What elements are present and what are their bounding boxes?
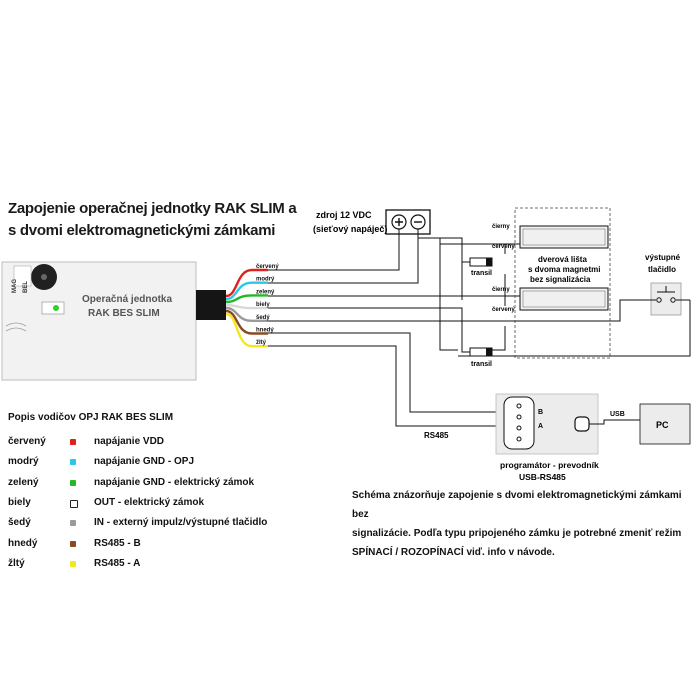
exit-button: výstupné tlačidlo — [640, 253, 690, 316]
legend-wire-name: biely — [8, 496, 31, 508]
transil-2: transil — [469, 347, 493, 368]
wire-label-1: červený — [256, 264, 279, 270]
magnet-1 — [519, 225, 609, 249]
wire-1 — [225, 268, 268, 298]
legend-row: šedý IN - externý impulz/výstupné tlačidl… — [8, 517, 268, 537]
programmer-label-2: USB-RS485 — [519, 472, 566, 482]
usb-port-icon — [574, 416, 590, 432]
wire-4 — [225, 303, 268, 310]
legend-row: biely OUT - elektrický zámok — [8, 497, 268, 517]
db9-connector-icon — [503, 396, 535, 450]
title-line-2: s dvomi elektromagnetickými zámkami — [8, 222, 276, 239]
programmer: B A USB PC programátor - prevodník USB-R… — [495, 393, 691, 482]
legend-color-swatch — [70, 479, 76, 486]
unit-label-2: RAK BES SLIM — [88, 308, 160, 319]
legend-wire-name: červený — [8, 436, 46, 447]
pin-b-label: B — [538, 409, 543, 416]
usb-label: USB — [610, 411, 625, 418]
wire-label-red-2: červený — [492, 307, 515, 313]
magnet-2 — [519, 287, 609, 311]
legend-wire-description: RS485 - A — [94, 557, 141, 569]
door-label-2: s dvoma magnetmi — [528, 265, 600, 274]
legend-color-swatch — [70, 459, 76, 466]
legend-row: hnedý RS485 - B — [8, 538, 268, 558]
power-label-2: (sieťový napáječ) — [313, 224, 387, 234]
wire-label-6: hnedý — [256, 328, 274, 334]
wire-label-red-1: červený — [492, 244, 515, 250]
legend-wire-description: RS485 - B — [94, 537, 141, 549]
legend-wire-name: hnedý — [8, 537, 38, 549]
rs485-wiring — [268, 332, 520, 427]
wire-fan: červený modrý zelený biely šedý hnedý žltý — [225, 264, 279, 348]
pin-a-label: A — [538, 423, 543, 430]
legend-wire-description: napájanie VDD — [94, 436, 165, 447]
pc-box — [639, 403, 691, 445]
legend-color-swatch — [70, 499, 78, 508]
legend-wire-description: OUT - elektrický zámok — [94, 496, 205, 508]
wire-5 — [225, 306, 268, 322]
legend-wire-name: šedý — [8, 517, 31, 529]
wire-label-7: žltý — [256, 340, 267, 346]
exit-button-label-1: výstupné — [645, 253, 681, 262]
wire-label-black-1: čierny — [492, 224, 510, 230]
schema-note: Schéma znázorňuje zapojenie s dvomi elek… — [352, 486, 692, 562]
legend-wire-description: napájanie GND - OPJ — [94, 456, 195, 468]
wire-7 — [225, 312, 268, 348]
power-supply: zdroj 12 VDC (sieťový napáječ) — [268, 209, 431, 284]
wire-label-3: zelený — [256, 289, 275, 295]
power-label-1: zdroj 12 VDC — [316, 210, 372, 220]
pc-label: PC — [656, 420, 669, 430]
legend-color-swatch — [70, 540, 76, 547]
magnet-wiring — [268, 237, 691, 357]
status-led-icon — [53, 305, 59, 311]
legend-wire-description: napájanie GND - elektrický zámok — [94, 476, 255, 488]
wire-label-5: šedý — [256, 315, 270, 321]
legend-row: zelený napájanie GND - elektrický zámok — [8, 477, 268, 497]
unit-label-1: Operačná jednotka — [82, 294, 172, 305]
legend-row: modrý napájanie GND - OPJ — [8, 456, 268, 476]
transil-label-2: transil — [471, 361, 492, 368]
jumper-block — [13, 265, 32, 287]
note-line-2: signalizácie. Podľa typu pripojeného zám… — [352, 528, 682, 539]
transil-label-1: transil — [471, 270, 492, 277]
diagram-title: Zapojenie operačnej jednotky RAK SLIM a … — [8, 198, 297, 242]
legend-color-swatch — [70, 439, 76, 445]
wire-label-black-2: čierny — [492, 287, 510, 293]
legend-title: Popis vodičov OPJ RAK BES SLIM — [8, 412, 174, 423]
programmer-label-1: programátor - prevodník — [500, 460, 599, 470]
door-label-3: bez signalizácia — [530, 275, 591, 284]
door-label-1: dverová lišta — [538, 255, 587, 264]
transil-1: transil — [469, 257, 493, 277]
legend-row: žltý RS485 - A — [8, 558, 268, 578]
wire-2 — [225, 281, 268, 301]
rs485-label: RS485 — [424, 431, 449, 440]
legend-color-swatch — [70, 560, 76, 567]
legend-wire-name: modrý — [8, 456, 39, 468]
title-line-1: Zapojenie operačnej jednotky RAK SLIM a — [8, 200, 297, 217]
wire-label-4: biely — [256, 302, 270, 308]
door-strip: čierny červený čierny červený dverová li… — [492, 207, 611, 359]
note-line-3: SPÍNACÍ / ROZOPÍNACÍ viď. info v návode. — [352, 547, 555, 558]
legend-wire-description: IN - externý impulz/výstupné tlačidlo — [94, 517, 268, 529]
note-line-1: Schéma znázorňuje zapojenie s dvomi elek… — [352, 490, 682, 520]
legend-wire-name: žltý — [8, 557, 25, 569]
wire-3 — [225, 294, 268, 304]
legend-row: červený napájanie VDD — [8, 436, 268, 456]
unit-side-label-bel: BEL — [23, 281, 29, 293]
legend-wire-name: zelený — [8, 476, 39, 488]
control-unit: MAG BEL Operačná jednotka RAK BES SLIM — [1, 261, 226, 381]
wire-label-2: modrý — [256, 277, 275, 283]
legend-color-swatch — [70, 520, 76, 527]
unit-side-label-mag: MAG — [12, 279, 18, 293]
exit-button-label-2: tlačidlo — [648, 265, 676, 274]
cable-gland — [196, 290, 226, 320]
wire-6 — [225, 309, 268, 335]
